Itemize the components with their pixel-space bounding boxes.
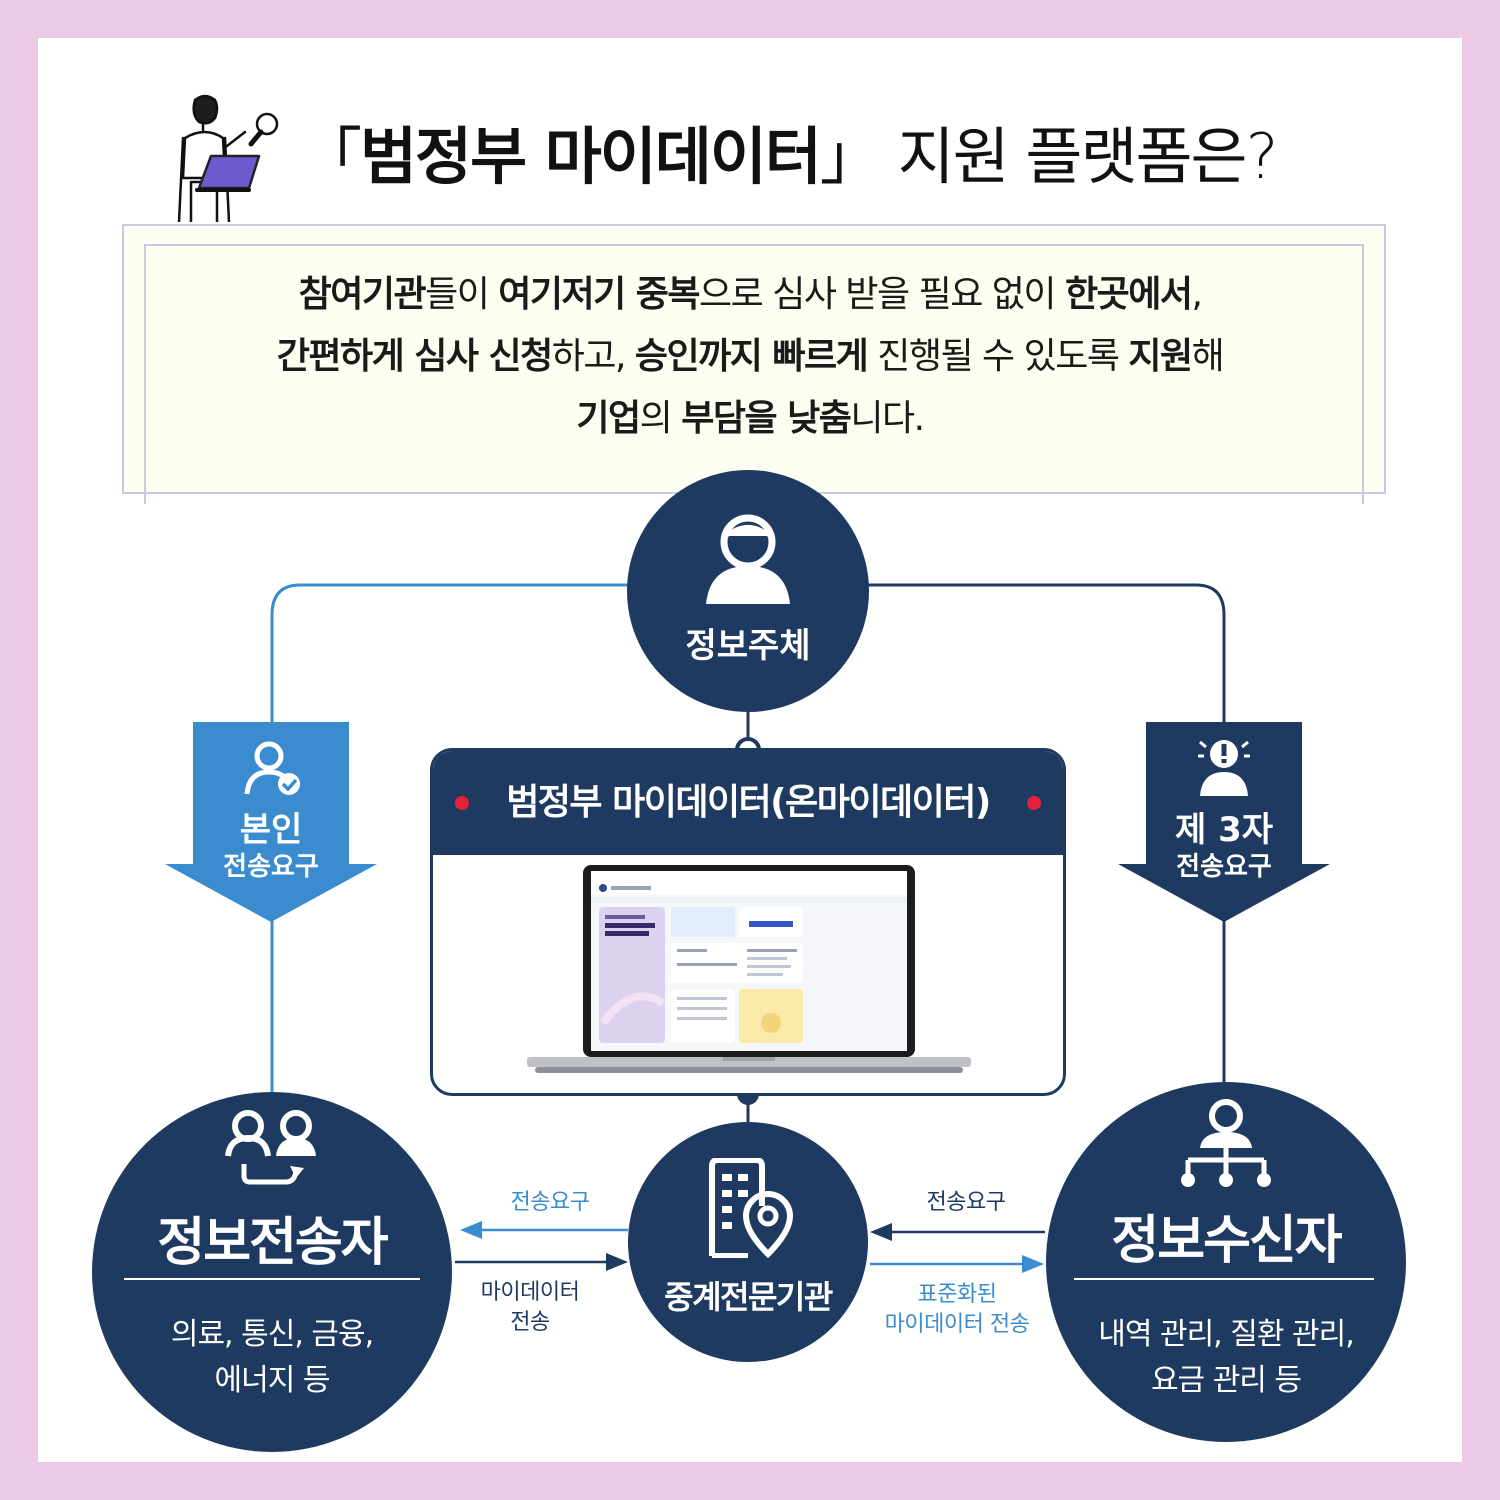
node-broker-label: 중계전문기관 bbox=[664, 1278, 833, 1316]
node-receiver-rule bbox=[1074, 1278, 1374, 1280]
two-people-exchange-icon bbox=[225, 1110, 316, 1185]
node-subject-label: 정보주체 bbox=[685, 626, 811, 666]
node-receiver-label: 정보수신자 bbox=[1111, 1211, 1342, 1271]
person-network-icon bbox=[1181, 1099, 1271, 1187]
arrow-self-sub: 전송요구 bbox=[223, 852, 319, 882]
flow-label-data-from-sender-l1: 마이데이터 bbox=[480, 1280, 580, 1305]
flow-label-standard-data-l2: 마이데이터 전송 bbox=[884, 1312, 1030, 1337]
node-sender-label: 정보전송자 bbox=[157, 1213, 388, 1273]
node-sender-rule bbox=[124, 1278, 420, 1280]
flow-label-request-from-receiver: 전송요구 bbox=[926, 1190, 1006, 1215]
arrow-third-shape bbox=[1118, 722, 1330, 922]
person-icon bbox=[706, 514, 790, 604]
person-check-icon bbox=[244, 741, 300, 795]
node-sender: 정보전송자 의료, 통신, 금융, 에너지 등 bbox=[92, 1092, 452, 1452]
arrow-self-request: 본인 전송요구 bbox=[165, 722, 377, 922]
node-sender-desc-2: 에너지 등 bbox=[214, 1363, 331, 1398]
flow-label-data-from-sender-l2: 전송 bbox=[510, 1310, 550, 1335]
intro-inner-frame bbox=[144, 244, 1364, 504]
node-sender-desc-1: 의료, 통신, 금융, bbox=[170, 1317, 374, 1352]
flow-data-from-sender-head bbox=[606, 1253, 628, 1271]
node-subject: 정보주체 bbox=[627, 470, 869, 712]
title-highlight: 범정부 마이데이터 bbox=[360, 120, 822, 193]
intro-line-3: 기업의 부담을 낮춤니다. bbox=[576, 398, 925, 439]
arrow-self-shape bbox=[165, 722, 377, 922]
title-open-bracket: 「 bbox=[300, 120, 362, 193]
node-broker: 중계전문기관 bbox=[628, 1122, 868, 1362]
node-receiver-desc-2: 요금 관리 등 bbox=[1150, 1363, 1302, 1398]
arrow-self-title: 본인 bbox=[239, 810, 303, 850]
intro-line-1: 참여기관들이 여기저기 중복으로 심사 받을 필요 없이 한곳에서, bbox=[298, 274, 1203, 315]
page-title: 「범정부 마이데이터」 지원 플랫폼은? bbox=[300, 102, 1420, 212]
node-receiver: 정보수신자 내역 관리, 질환 관리, 요금 관리 등 bbox=[1046, 1082, 1406, 1442]
intro-text: 참여기관들이 여기저기 중복으로 심사 받을 필요 없이 한곳에서, 간편하게 … bbox=[0, 264, 1500, 450]
title-close-bracket: 」 bbox=[819, 120, 882, 193]
line-subject-to-third-arrow bbox=[860, 583, 1226, 725]
title-rest: 지원 플랫폼은? bbox=[879, 120, 1279, 193]
arrow-third-request: 제 3자 전송요구 bbox=[1118, 722, 1330, 922]
flow-label-request-to-sender: 전송요구 bbox=[510, 1190, 590, 1215]
researcher-with-laptop-icon bbox=[177, 94, 279, 222]
flow-label-data-from-sender: 마이데이터 전송 bbox=[460, 1278, 600, 1338]
arrow-third-title: 제 3자 bbox=[1174, 810, 1274, 850]
intro-box bbox=[122, 224, 1386, 504]
flow-request-from-receiver-head bbox=[870, 1223, 892, 1241]
platform-dot-right bbox=[1027, 796, 1041, 810]
platform-box: 범정부 마이데이터(온마이데이터) bbox=[430, 748, 1066, 1096]
title-row: 「범정부 마이데이터」 지원 플랫폼은? bbox=[0, 92, 1500, 222]
person-alert-icon bbox=[1198, 740, 1250, 796]
platform-title: 범정부 마이데이터(온마이데이터) bbox=[506, 782, 991, 823]
flow-request-to-sender-head bbox=[460, 1221, 482, 1239]
arrow-third-sub: 전송요구 bbox=[1176, 852, 1272, 882]
building-location-icon bbox=[709, 1158, 794, 1258]
laptop-screenshot-illustration bbox=[527, 865, 971, 1073]
node-receiver-desc-1: 내역 관리, 질환 관리, bbox=[1098, 1317, 1354, 1352]
flow-standard-data-to-receiver-head bbox=[1022, 1255, 1044, 1273]
flow-label-standard-data-l1: 표준화된 bbox=[917, 1282, 997, 1307]
intro-line-2: 간편하게 심사 신청하고, 승인까지 빠르게 진행될 수 있도록 지원해 bbox=[276, 336, 1225, 377]
line-subject-to-self-arrow bbox=[270, 583, 640, 725]
platform-dot-left bbox=[455, 796, 469, 810]
platform-header bbox=[433, 751, 1063, 855]
flow-label-standard-data: 표준화된 마이데이터 전송 bbox=[862, 1280, 1052, 1340]
